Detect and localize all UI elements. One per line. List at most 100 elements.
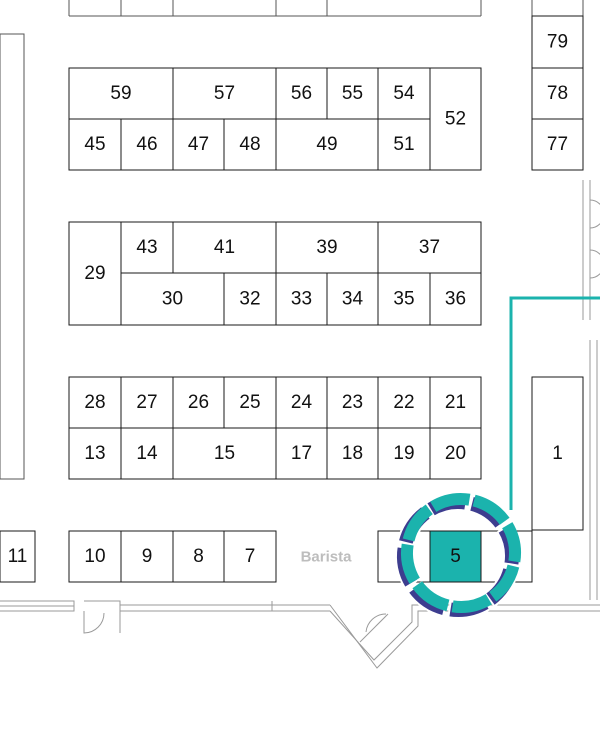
booth-30[interactable]: 30: [120, 272, 225, 326]
booth-55[interactable]: 55: [326, 67, 379, 120]
booth-17-shape[interactable]: [275, 427, 328, 480]
booth-11-shape[interactable]: [0, 530, 36, 583]
booth-35-shape[interactable]: [377, 272, 431, 326]
booth-47[interactable]: 47: [172, 118, 225, 171]
booth-20[interactable]: 20: [429, 427, 482, 480]
booth-24[interactable]: 24: [275, 376, 328, 429]
booth-13-shape[interactable]: [68, 427, 122, 480]
booth-46[interactable]: 46: [120, 118, 174, 171]
booth-14[interactable]: 14: [120, 427, 174, 480]
booth-27[interactable]: 27: [120, 376, 174, 429]
booth-11-label: 11: [8, 546, 28, 567]
booth-79-shape[interactable]: [531, 15, 584, 69]
booth-52[interactable]: 52: [429, 67, 482, 171]
booth-33[interactable]: 33: [275, 272, 328, 326]
booth-14-label: 14: [136, 443, 158, 464]
booth-47-label: 47: [188, 134, 209, 155]
booth-49-shape[interactable]: [275, 118, 379, 171]
booth-23-label: 23: [342, 392, 363, 413]
booth-43[interactable]: 43: [120, 221, 174, 274]
booth-1[interactable]: 1: [531, 376, 584, 531]
booth-23-shape[interactable]: [326, 376, 379, 429]
booth-19[interactable]: 19: [377, 427, 431, 480]
booth-18-shape[interactable]: [326, 427, 379, 480]
booth-14-shape[interactable]: [120, 427, 174, 480]
booth-32-shape[interactable]: [223, 272, 277, 326]
booth-46-shape[interactable]: [120, 118, 174, 171]
booth-7[interactable]: 7: [223, 530, 277, 583]
booth-78-shape[interactable]: [531, 67, 584, 120]
booth-43-shape[interactable]: [120, 221, 174, 274]
booth-79[interactable]: 79: [531, 15, 584, 69]
booth-41-shape[interactable]: [172, 221, 277, 274]
booth-35[interactable]: 35: [377, 272, 431, 326]
booth-21[interactable]: 21: [429, 376, 482, 429]
booth-77[interactable]: 77: [531, 118, 584, 171]
booth-36[interactable]: 36: [429, 272, 482, 326]
booth-24-shape[interactable]: [275, 376, 328, 429]
booth-78[interactable]: 78: [531, 67, 584, 120]
booth-57-shape[interactable]: [172, 67, 277, 120]
booth-21-shape[interactable]: [429, 376, 482, 429]
booth-45[interactable]: 45: [68, 118, 122, 171]
booth-41[interactable]: 41: [172, 221, 277, 274]
booth-7-shape[interactable]: [223, 530, 277, 583]
booth-28[interactable]: 28: [68, 376, 122, 429]
booth-59[interactable]: 59: [68, 67, 174, 120]
booth-43-label: 43: [136, 237, 157, 258]
booth-34-shape[interactable]: [326, 272, 379, 326]
booth-45-shape[interactable]: [68, 118, 122, 171]
booth-18[interactable]: 18: [326, 427, 379, 480]
booth-13[interactable]: 13: [68, 427, 122, 480]
booth-54[interactable]: 54: [377, 67, 431, 120]
booth-5[interactable]: 5: [429, 530, 482, 583]
booth-54-shape[interactable]: [377, 67, 431, 120]
booth-55-shape[interactable]: [326, 67, 379, 120]
booth-51[interactable]: 51: [377, 118, 431, 171]
booth-22[interactable]: 22: [377, 376, 431, 429]
booth-57-label: 57: [214, 83, 235, 104]
booth-9[interactable]: 9: [120, 530, 174, 583]
booth-20-shape[interactable]: [429, 427, 482, 480]
booth-51-shape[interactable]: [377, 118, 431, 171]
booth-26[interactable]: 26: [172, 376, 225, 429]
booth-17-label: 17: [291, 443, 312, 464]
booth-59-shape[interactable]: [68, 67, 174, 120]
booth-10-shape[interactable]: [68, 530, 122, 583]
booth-32[interactable]: 32: [223, 272, 277, 326]
booth-39-shape[interactable]: [275, 221, 379, 274]
booth-57[interactable]: 57: [172, 67, 277, 120]
booth-56[interactable]: 56: [275, 67, 328, 120]
booth-23[interactable]: 23: [326, 376, 379, 429]
booth-15-shape[interactable]: [172, 427, 277, 480]
booth-56-shape[interactable]: [275, 67, 328, 120]
booth-9-shape[interactable]: [120, 530, 174, 583]
booth-29[interactable]: 29: [68, 221, 122, 326]
booth-37[interactable]: 37: [377, 221, 482, 274]
booth-47-shape[interactable]: [172, 118, 225, 171]
booth-15-label: 15: [214, 443, 235, 464]
booth-29-shape[interactable]: [68, 221, 122, 326]
booth-8[interactable]: 8: [172, 530, 225, 583]
booth-34[interactable]: 34: [326, 272, 379, 326]
booth-25-shape[interactable]: [223, 376, 277, 429]
booth-48-shape[interactable]: [223, 118, 277, 171]
booth-8-shape[interactable]: [172, 530, 225, 583]
booth-36-shape[interactable]: [429, 272, 482, 326]
booth-15[interactable]: 15: [172, 427, 277, 480]
booth-52-shape[interactable]: [429, 67, 482, 171]
booth-27-shape[interactable]: [120, 376, 174, 429]
booth-17[interactable]: 17: [275, 427, 328, 480]
booth-39[interactable]: 39: [275, 221, 379, 274]
booth-5-shape[interactable]: [429, 530, 482, 583]
booth-45-label: 45: [84, 134, 105, 155]
booth-49[interactable]: 49: [275, 118, 379, 171]
booth-10[interactable]: 10: [68, 530, 122, 583]
booth-30-shape[interactable]: [120, 272, 225, 326]
booth-51-label: 51: [393, 134, 414, 155]
booth-48[interactable]: 48: [223, 118, 277, 171]
booth-77-shape[interactable]: [531, 118, 584, 171]
booth-11[interactable]: 11: [0, 530, 36, 583]
booth-25[interactable]: 25: [223, 376, 277, 429]
booth-1-shape[interactable]: [531, 376, 584, 531]
